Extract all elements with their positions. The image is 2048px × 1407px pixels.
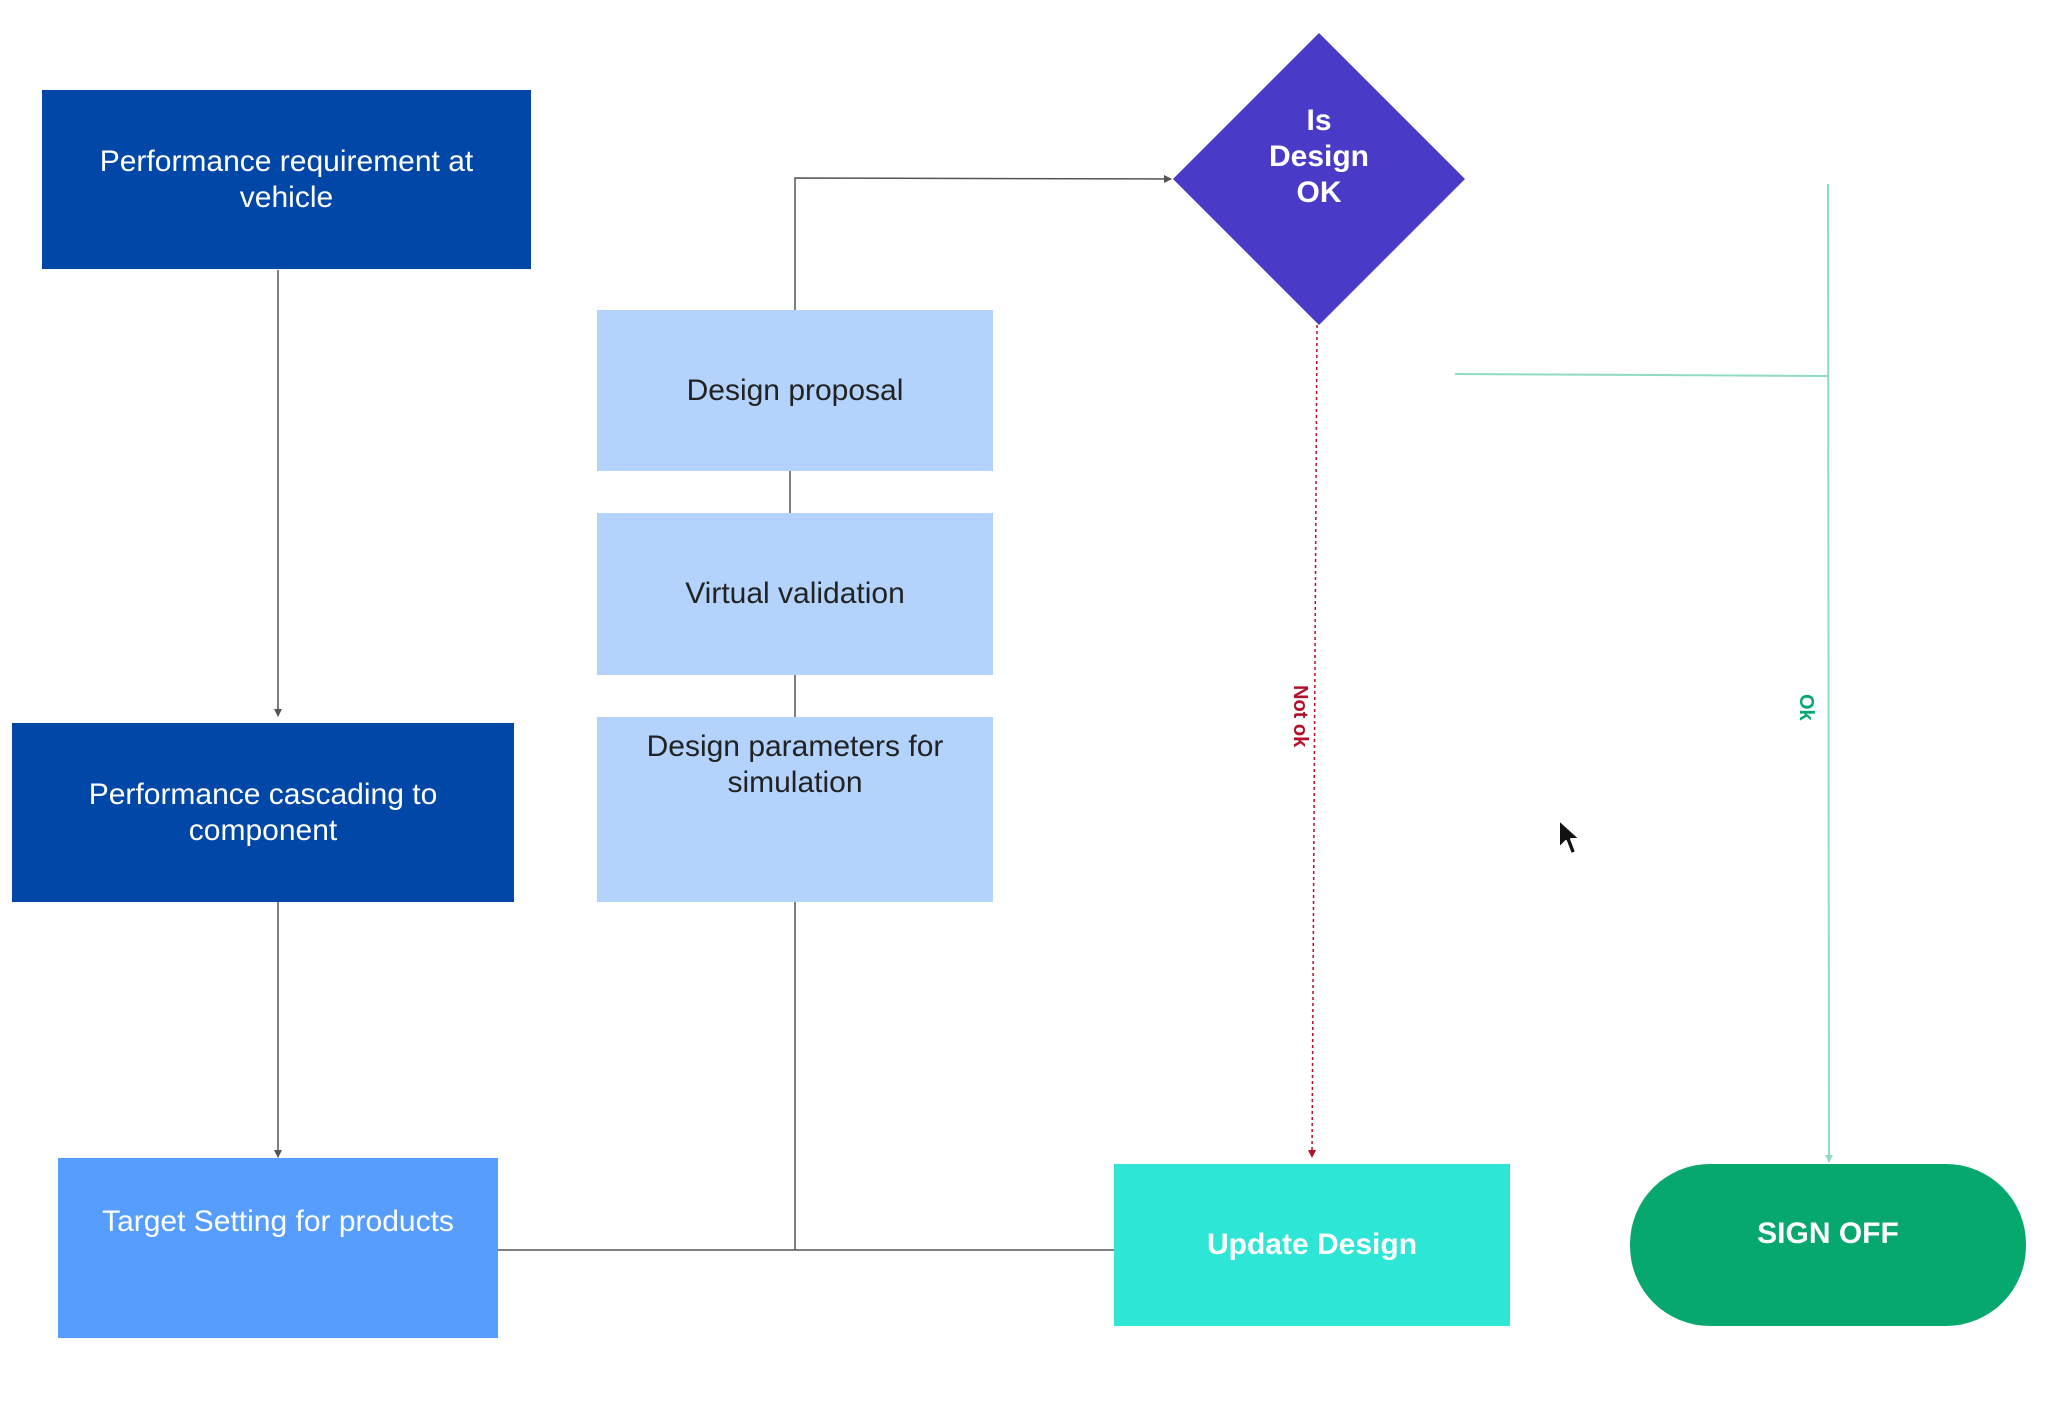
node-update-design[interactable]: Update Design [1114,1164,1510,1326]
connector-ok-vertical [1824,183,1833,1163]
node-target-setting[interactable]: Target Setting for products [58,1158,498,1338]
mouse-cursor-icon [1558,819,1581,855]
node-performance-cascading[interactable]: Performance cascading to component [12,723,514,902]
edge-label-ok: Ok [1795,694,1817,721]
node-design-proposal-label: Design proposal [686,373,904,407]
node-virtual-validation[interactable]: Virtual validation [597,513,993,675]
node-performance-requirement-label: Performance requirement at vehicle [99,144,474,214]
connector-decision-not-ok [1308,324,1318,1158]
node-design-parameters[interactable]: Design parameters for simulation [597,717,993,902]
node-virtual-validation-label: Virtual validation [685,577,905,610]
node-performance-cascading-label: Performance cascading to component [88,777,438,847]
connector-decision-ok-horizontal [1454,373,1829,377]
decision-diamond[interactable] [1173,33,1465,325]
edge-label-not-ok: Not ok [1289,685,1311,748]
node-sign-off-label: SIGN OFF [1757,1217,1899,1250]
node-design-parameters-label: Design parameters for simulation [646,730,944,799]
node-update-design-label: Update Design [1206,1228,1418,1261]
node-target-setting-label: Target Setting for products [102,1205,454,1238]
connector-proposal-to-decision [794,174,1172,310]
node-design-proposal[interactable]: Design proposal [597,310,993,471]
node-performance-requirement[interactable]: Performance requirement at vehicle [42,90,531,269]
node-sign-off[interactable]: SIGN OFF [1630,1164,2026,1326]
decision-diamond-label: Is Design OK [1268,104,1370,209]
